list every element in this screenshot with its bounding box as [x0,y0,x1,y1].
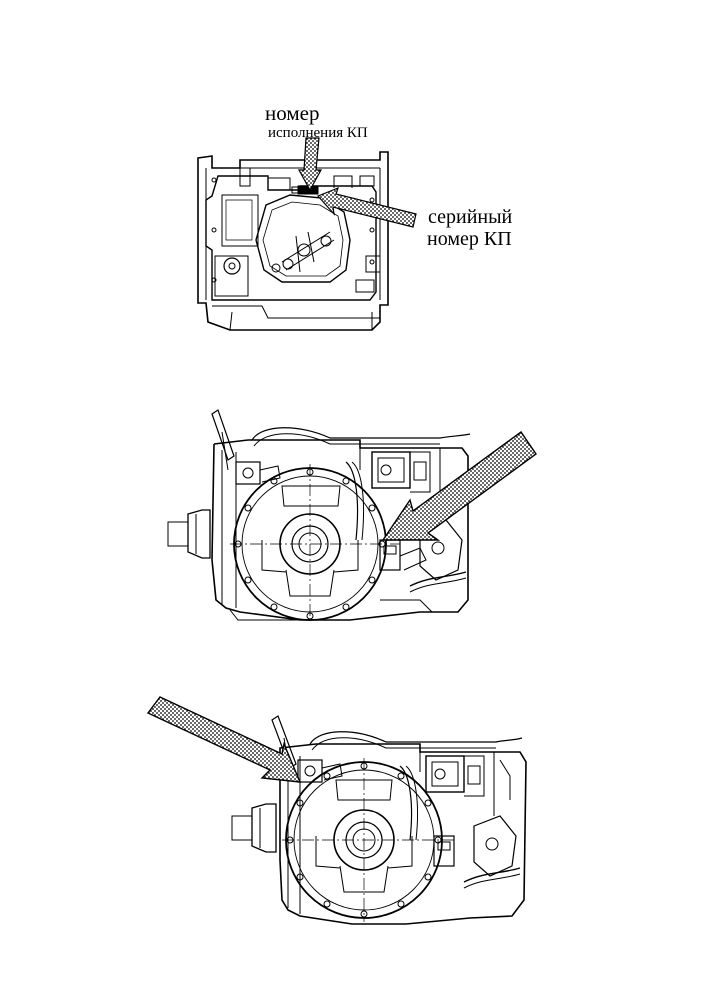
variant-number-label-line1: номер [265,101,320,125]
arrow-variant-number [297,137,323,192]
variant-number-label-line2: исполнения КП [268,125,368,141]
arrow-side-view-2 [146,696,302,783]
serial-number-label-line1: серийный [428,206,513,228]
serial-number-label-line2: номер КП [427,228,512,250]
arrow-side-view-1 [381,431,537,541]
side-view-drawing-1 [167,409,471,624]
side-view-drawing-2 [231,715,527,925]
arrow-serial-number [316,186,417,228]
top-view-drawing [197,151,389,331]
